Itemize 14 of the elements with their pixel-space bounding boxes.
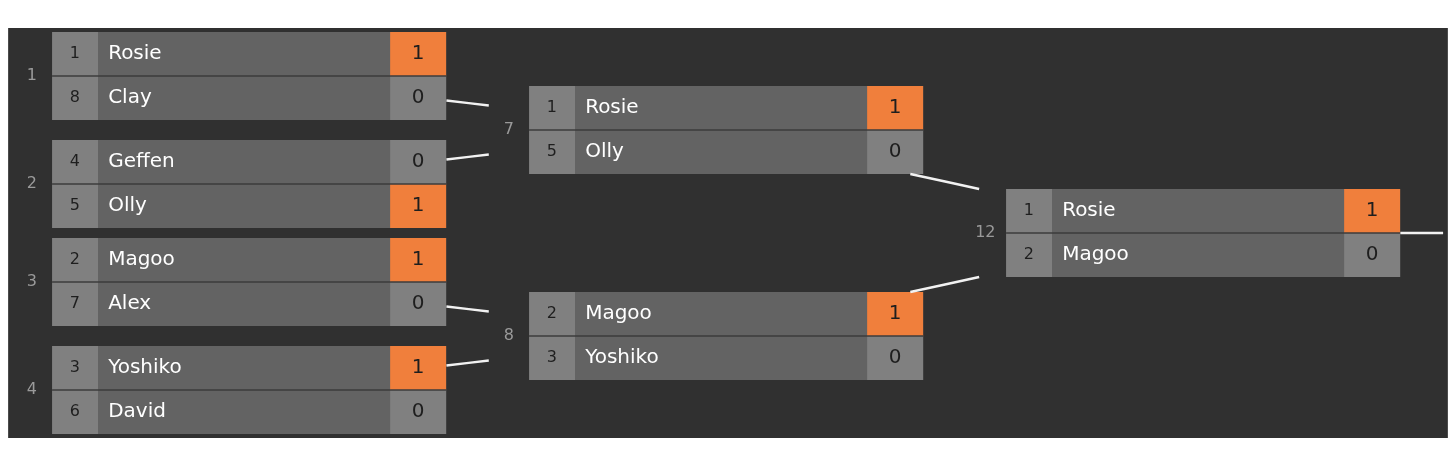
node-label: 1 — [26, 64, 37, 84]
connector — [446, 304, 489, 313]
connector — [446, 98, 489, 107]
node-label: 3 — [26, 270, 37, 290]
connector — [910, 275, 980, 293]
connector — [1400, 231, 1444, 234]
node-label: 12 — [975, 221, 996, 241]
node-label: 8 — [503, 324, 514, 344]
node-label: 2 — [26, 172, 37, 192]
connector — [446, 358, 489, 367]
connector — [446, 152, 489, 161]
connector — [910, 172, 980, 190]
node-label: 7 — [503, 118, 514, 138]
node-label: 4 — [26, 378, 37, 398]
